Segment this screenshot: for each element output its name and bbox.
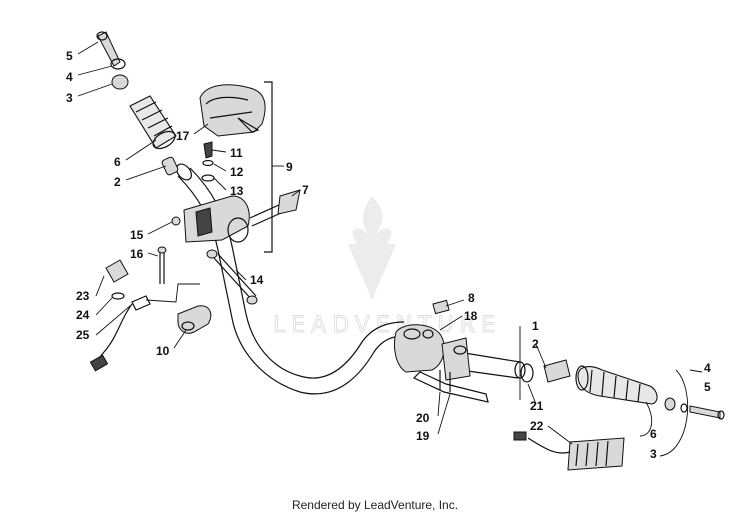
- right-end-hardware: [664, 397, 725, 420]
- right-spacer-2: [543, 359, 571, 383]
- callout-9: 9: [286, 160, 293, 174]
- throttle-housing: [183, 195, 293, 243]
- reservoir-cap-8: [432, 299, 450, 315]
- leader-lines: [77, 41, 703, 457]
- left-end-bolt: [97, 31, 121, 67]
- bracket-bracket-9: [264, 81, 273, 253]
- right-end-bolt: [689, 405, 721, 419]
- left-grip: [129, 95, 177, 150]
- bolts-15-16-14: [157, 216, 258, 305]
- throttle-cover: [199, 84, 266, 137]
- callout-20: 20: [416, 411, 430, 425]
- right-grip: [575, 365, 658, 405]
- callout-25: 25: [76, 328, 90, 342]
- callout-12: 12: [230, 165, 244, 179]
- watermark-logo: [348, 196, 396, 300]
- callout-right-6: 6: [650, 427, 657, 441]
- callout-16: 16: [130, 247, 144, 261]
- callout-left-6: 6: [114, 155, 121, 169]
- right-washer-21: [520, 363, 534, 383]
- callout-10: 10: [156, 344, 170, 358]
- switch-boot: [105, 259, 129, 283]
- callout-22: 22: [530, 419, 544, 433]
- callout-18: 18: [464, 309, 478, 323]
- callout-13: 13: [230, 184, 244, 198]
- callout-19: 19: [416, 429, 430, 443]
- switch-housing-10: [177, 305, 212, 334]
- leader-switch-bracket: [145, 283, 200, 303]
- left-switch-wiring: [89, 259, 212, 372]
- callout-left-5: 5: [66, 49, 73, 63]
- callout-right-1: 1: [532, 319, 539, 333]
- footer-credit: Rendered by LeadVenture, Inc.: [291, 498, 459, 512]
- left-end-hardware: [96, 31, 179, 176]
- heated-grip-element-22: [513, 431, 625, 471]
- handlebar-tube: [176, 163, 526, 395]
- callout-7: 7: [302, 183, 309, 197]
- callout-15: 15: [130, 228, 144, 242]
- cover-fasteners: [201, 141, 215, 182]
- callout-left-3: 3: [66, 91, 73, 105]
- callout-23: 23: [76, 289, 90, 303]
- callout-left-4: 4: [66, 70, 73, 84]
- callout-11: 11: [230, 146, 243, 160]
- callout-labels: 5 4 3 6 2 17 11 12 13 9 7 15 16 14 23 24…: [66, 49, 711, 461]
- callout-right-4: 4: [704, 361, 711, 375]
- callout-14: 14: [250, 273, 264, 287]
- callout-21: 21: [530, 399, 544, 413]
- callout-24: 24: [76, 308, 90, 322]
- callout-17: 17: [176, 129, 190, 143]
- callout-right-3: 3: [650, 447, 657, 461]
- callout-right-5: 5: [704, 380, 711, 394]
- callout-right-2: 2: [532, 337, 539, 351]
- callout-8: 8: [468, 291, 475, 305]
- brake-assembly: [393, 299, 489, 403]
- decal-7: [277, 189, 301, 215]
- left-spacer: [161, 156, 179, 176]
- switch-connector: [89, 354, 109, 372]
- callout-left-2: 2: [114, 175, 121, 189]
- flame-v-logo-icon: [352, 196, 392, 290]
- left-end-cap: [111, 74, 129, 90]
- v-logo-inner-icon: [348, 244, 396, 300]
